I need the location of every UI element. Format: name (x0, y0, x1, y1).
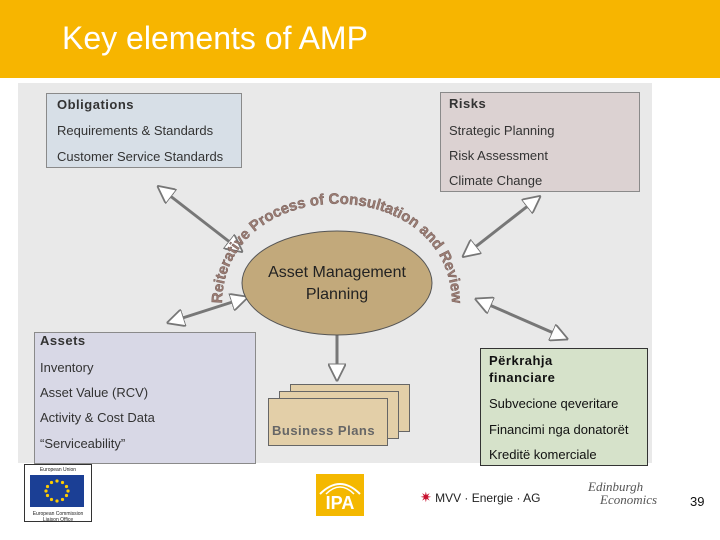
financing-item: Financimi nga donatorët (489, 422, 629, 437)
eu-stars-icon (44, 479, 70, 503)
edinburgh-text: Edinburgh (588, 479, 644, 494)
business-plan-sheet (268, 398, 388, 446)
financing-heading: Përkrahja (489, 353, 553, 368)
obligations-box: Obligations Requirements & Standards Cus… (46, 93, 242, 168)
financing-item: Subvecione qeveritare (489, 396, 619, 411)
financing-box: Përkrahja financiare Subvecione qeverita… (480, 348, 648, 466)
ipa-text: IPA (325, 493, 355, 513)
risks-item: Strategic Planning (449, 123, 555, 138)
mvv-text: MVV · Energie · AG (435, 491, 541, 505)
assets-item: Inventory (40, 360, 94, 375)
business-plans-label: Business Plans (272, 423, 376, 438)
economics-text: Economics (600, 492, 658, 507)
risks-item: Climate Change (449, 173, 543, 188)
eu-flag-logo: European Union European Commission Liais… (24, 464, 92, 523)
ipa-logo: IPA (316, 474, 364, 516)
amp-label: Asset Management Planning (268, 264, 406, 303)
risks-item: Risk Assessment (449, 148, 548, 163)
arrow-assets (170, 298, 245, 322)
page-number: 39 (690, 494, 705, 509)
assets-item: Asset Value (RCV) (40, 385, 149, 400)
financing-heading: financiare (489, 370, 556, 385)
financing-item: Kreditë komerciale (489, 447, 597, 462)
eu-caption-bottom: European Commission Liaison Office (32, 511, 84, 523)
arrow-risks (465, 198, 538, 255)
obligations-heading: Obligations (57, 97, 134, 112)
title-bar: Key elements of AMP (0, 0, 720, 78)
edinburgh-economics-logo: Edinburgh Economics (588, 480, 657, 506)
assets-item: “Serviceability” (40, 436, 126, 451)
page-title: Key elements of AMP (62, 20, 368, 56)
mvv-star-icon: ✷ (420, 489, 432, 505)
eu-caption-top: European Union (39, 467, 77, 473)
assets-item: Activity & Cost Data (40, 410, 155, 425)
arrow-obligations (160, 188, 240, 250)
obligations-item: Customer Service Standards (57, 149, 224, 164)
risks-heading: Risks (449, 96, 487, 111)
assets-heading: Assets (40, 333, 86, 348)
mvv-logo: ✷ MVV · Energie · AG (420, 489, 540, 506)
sun-icon (319, 483, 361, 495)
obligations-item: Requirements & Standards (57, 123, 214, 138)
assets-box: Assets Inventory Asset Value (RCV) Activ… (34, 332, 256, 464)
amp-ellipse (241, 230, 433, 336)
risks-box: Risks Strategic Planning Risk Assessment… (440, 92, 640, 192)
eu-flag-icon (30, 475, 84, 507)
arrow-financing (478, 300, 565, 338)
